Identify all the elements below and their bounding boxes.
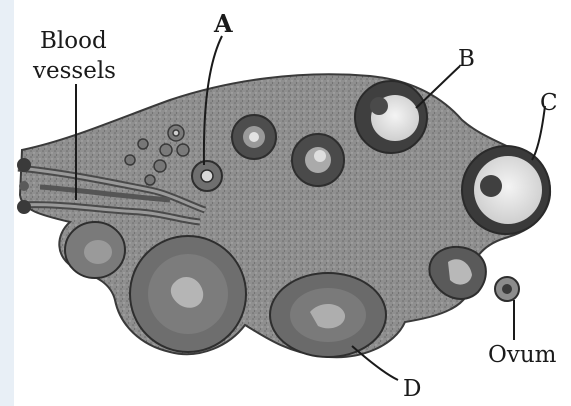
follicle-c	[462, 146, 550, 234]
left-edge-tint	[0, 0, 14, 406]
label-a: A	[213, 9, 233, 38]
corpus-albicans-small	[65, 222, 125, 278]
follicle-b	[355, 81, 427, 153]
follicle-a	[192, 161, 222, 191]
ovum	[495, 277, 519, 301]
leader-d	[352, 346, 398, 380]
label-b: B	[458, 46, 475, 72]
label-c: C	[540, 90, 558, 116]
label-ovum: Ovum	[488, 342, 557, 368]
secondary-follicle-2	[292, 134, 344, 186]
label-blood-vessels-line2: vessels	[32, 58, 116, 84]
label-d: D	[403, 376, 421, 402]
structure-d	[270, 273, 386, 357]
secondary-follicle-1	[232, 115, 276, 159]
corpus-luteum-large	[130, 236, 246, 352]
label-blood-vessels-line1: Blood	[40, 28, 107, 54]
